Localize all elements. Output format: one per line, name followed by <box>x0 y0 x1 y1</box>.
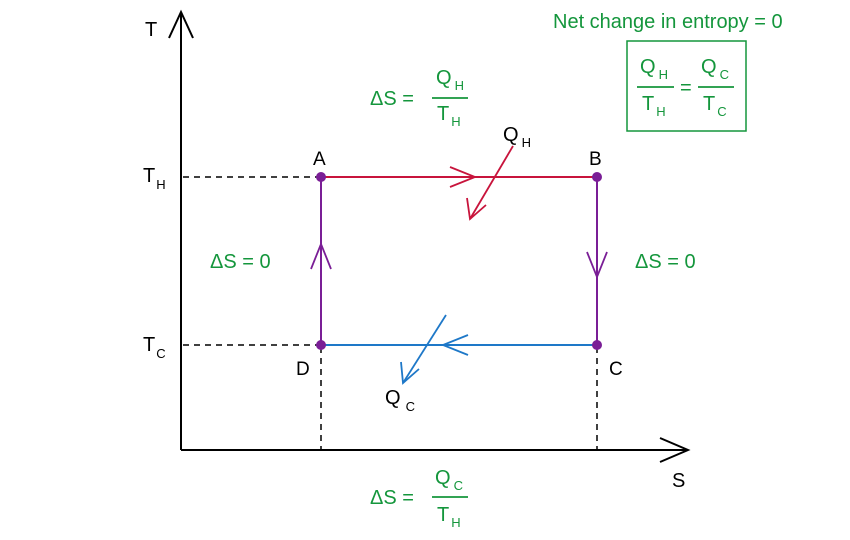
net-equals-sign: = <box>680 77 692 99</box>
y-axis-label: T <box>145 19 157 41</box>
th-tick-label: TH <box>143 165 166 192</box>
qh-heat-arrowhead <box>466 197 487 221</box>
edge-cd-arrowhead <box>440 334 469 356</box>
point-c-label: C <box>609 359 623 380</box>
guide-lines <box>183 176 598 449</box>
tc-tick-label: TC <box>143 334 166 361</box>
entropy-right-label: ΔS = 0 <box>635 251 696 273</box>
entropy-left-label: ΔS = 0 <box>210 251 271 273</box>
qc-heat-arrowhead <box>400 361 420 385</box>
point-d-label: D <box>296 359 310 380</box>
entropy-top-prefix: ΔS = <box>370 88 414 110</box>
point-d <box>316 340 326 350</box>
qc-heat-arrow <box>402 314 447 384</box>
net-entropy-box <box>626 40 747 132</box>
axes <box>168 9 691 463</box>
x-axis-arrowhead <box>659 437 691 463</box>
point-a <box>316 172 326 182</box>
point-c <box>592 340 602 350</box>
x-axis-label: S <box>672 470 685 492</box>
y-axis-arrowhead <box>168 9 194 39</box>
edge-da-arrowhead <box>310 241 332 270</box>
edge-ab-arrowhead <box>449 166 478 188</box>
point-b <box>592 172 602 182</box>
qh-heat-arrow <box>469 145 514 220</box>
point-a-label: A <box>313 149 326 170</box>
point-b-label: B <box>589 149 602 170</box>
edge-bc-arrowhead <box>586 251 608 280</box>
entropy-bottom-prefix: ΔS = <box>370 487 414 509</box>
net-entropy-title: Net change in entropy = 0 <box>553 11 783 33</box>
